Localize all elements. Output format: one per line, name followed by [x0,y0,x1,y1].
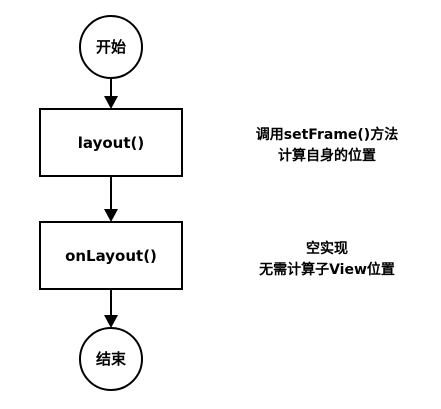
node-end-label: 结束 [96,350,127,368]
node-start-label: 开始 [96,38,126,56]
note-onlayout-line-2: 无需计算子View位置 [258,261,395,278]
edge-start-to-layout [104,78,118,109]
node-onlayout-label: onLayout() [65,247,157,265]
note-onlayout: 空实现 无需计算子View位置 [258,240,395,278]
arrowhead-icon [104,96,118,109]
node-layout-label: layout() [78,134,144,152]
node-end: 结束 [79,327,143,391]
arrowhead-icon [104,209,118,222]
node-layout-box [39,108,183,177]
node-layout: layout() [39,108,183,177]
edge-onlayout-to-end [104,289,118,328]
node-onlayout-box [39,221,183,290]
node-onlayout: onLayout() [39,221,183,290]
note-layout: 调用setFrame()方法 计算自身的位置 [256,126,398,164]
note-layout-line-2: 计算自身的位置 [278,147,376,164]
node-end-circle [79,327,143,391]
node-start: 开始 [79,15,143,79]
node-start-circle [79,15,143,79]
note-onlayout-line-1: 空实现 [306,240,348,257]
note-layout-line-1: 调用setFrame()方法 [256,126,398,143]
edge-layout-to-onlayout [104,176,118,222]
arrowhead-icon [104,315,118,328]
